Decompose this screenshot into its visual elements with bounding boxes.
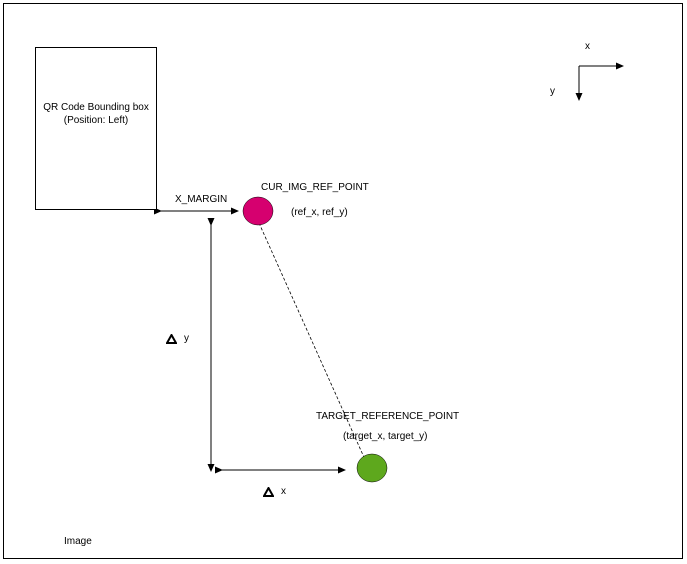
image-label: Image bbox=[64, 536, 92, 547]
target-point-name: TARGET_REFERENCE_POINT bbox=[316, 411, 460, 422]
delta-y-label: y bbox=[166, 333, 189, 345]
x-axis-label: x bbox=[585, 41, 590, 52]
delta-y-text: y bbox=[184, 333, 189, 344]
current-point-name: CUR_IMG_REF_POINT bbox=[261, 182, 369, 193]
dashed-connector bbox=[258, 222, 368, 465]
x-margin-label: X_MARGIN bbox=[175, 194, 228, 205]
current-point-coords: (ref_x, ref_y) bbox=[291, 207, 348, 218]
qr-box-position: (Position: Left) bbox=[63, 114, 129, 126]
qr-code-bounding-box: QR Code Bounding box (Position: Left) bbox=[35, 47, 157, 210]
qr-box-title: QR Code Bounding box bbox=[43, 101, 149, 113]
delta-x-label: x bbox=[263, 486, 286, 498]
y-axis-label: y bbox=[550, 86, 555, 97]
image-frame bbox=[3, 3, 683, 559]
delta-x-text: x bbox=[281, 486, 286, 497]
delta-icon bbox=[263, 487, 274, 497]
current-reference-point bbox=[242, 196, 274, 226]
target-reference-point bbox=[356, 453, 388, 483]
target-point-coords: (target_x, target_y) bbox=[343, 431, 428, 442]
delta-icon bbox=[166, 334, 177, 344]
